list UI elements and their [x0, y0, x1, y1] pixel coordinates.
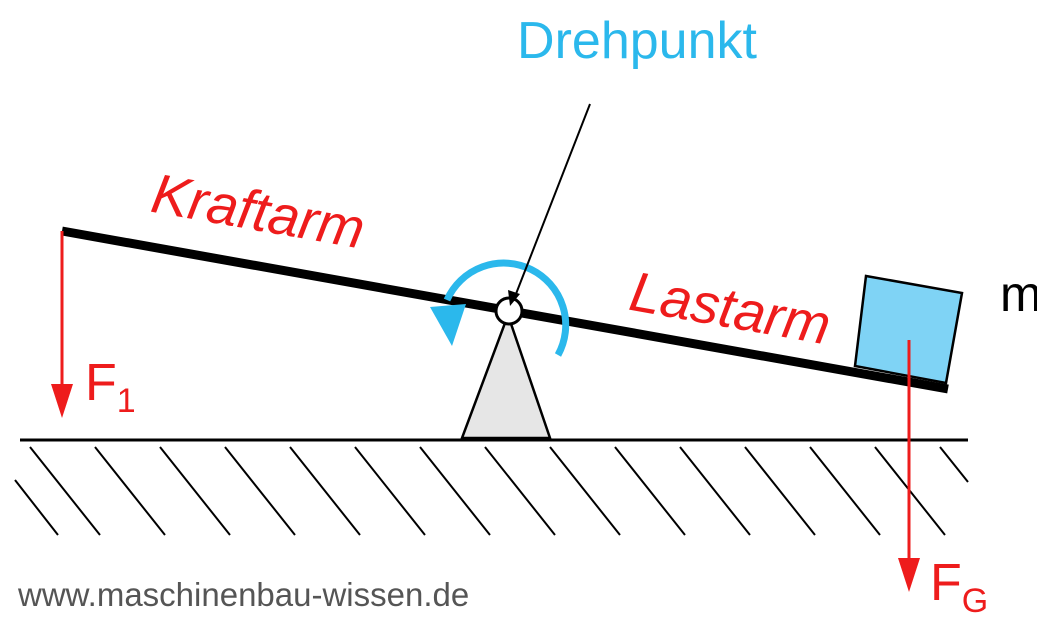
- load-arm-label: Lastarm: [625, 259, 835, 356]
- force-f1-label: F1: [85, 354, 136, 420]
- force-fg-main: F: [930, 554, 962, 612]
- force-fg-sub: G: [962, 582, 988, 619]
- effort-arm-label: Kraftarm: [147, 161, 369, 260]
- pivot-pointer-arrowhead: [508, 290, 520, 306]
- rotation-arrow-icon: [430, 259, 570, 357]
- pivot-label: Drehpunkt: [517, 12, 757, 70]
- support-triangle: [460, 311, 552, 440]
- force-f1-sub: 1: [117, 382, 136, 420]
- pivot-pointer-line: [513, 103, 591, 300]
- force-f1-main: F: [85, 354, 117, 412]
- pivot-circle: [494, 296, 524, 326]
- force-f1-arrow: [51, 231, 73, 418]
- force-fg-label: FG: [930, 554, 988, 619]
- watermark-text: www.maschinenbau-wissen.de: [17, 576, 469, 613]
- force-fg-arrow: [898, 340, 920, 592]
- ground-hatching: [14, 446, 969, 536]
- mass-label: m: [1000, 266, 1037, 322]
- mass-block: [853, 274, 964, 385]
